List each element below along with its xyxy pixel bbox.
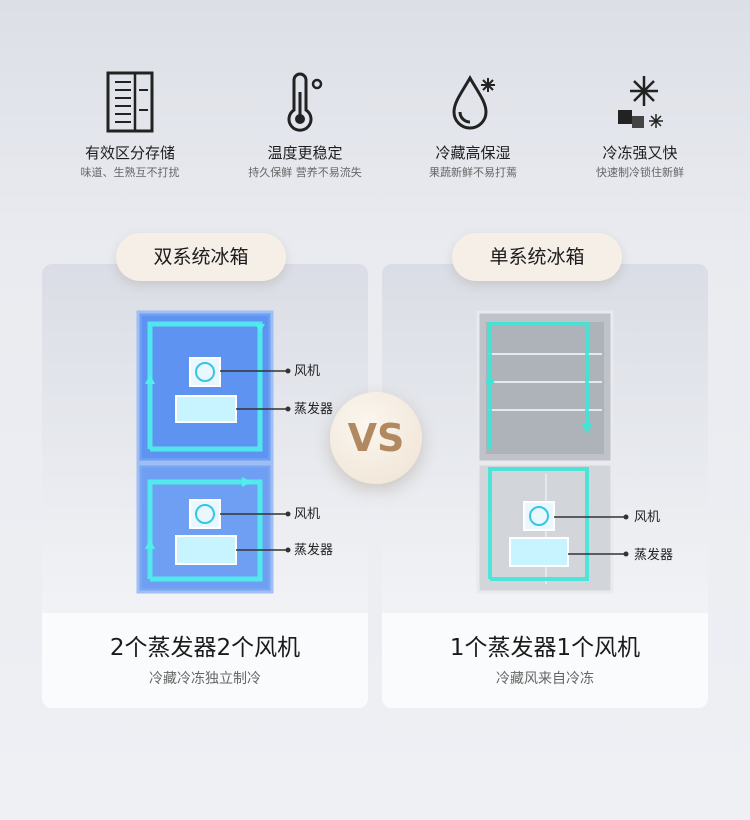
- single-system-panel: 风机 蒸发器 1个蒸发器1个风机 冷藏风来自冷冻: [382, 264, 708, 708]
- panel-headline: 1个蒸发器1个风机: [449, 635, 641, 661]
- dual-system-fridge-diagram: [136, 310, 291, 594]
- fan-label: 风机: [294, 364, 321, 379]
- evaporator-label: 蒸发器: [294, 543, 334, 558]
- evaporator-label: 蒸发器: [634, 548, 674, 563]
- snowflake-ice-icon: [618, 76, 663, 128]
- dual-system-tag: 双系统冰箱: [116, 233, 286, 281]
- single-system-fridge-diagram: [476, 310, 629, 594]
- dual-system-panel: 风机 蒸发器 风机 蒸发器 2个蒸发器2个风机 冷藏冷冻独立制冷: [42, 264, 368, 708]
- panel-footer: [382, 613, 708, 708]
- fridge-compartments-icon: [106, 71, 154, 133]
- water-drop-snowflake-icon: [452, 74, 495, 130]
- panel-footer: [42, 613, 368, 708]
- fan-label: 风机: [634, 510, 661, 525]
- feature-title: 冷冻强又快: [602, 144, 678, 162]
- feature-title: 温度更稳定: [267, 144, 343, 162]
- feature-row: 有效区分存储 味道、生熟互不打扰 温度更稳定 持久保鲜 营养不易流失 冷藏高保湿…: [0, 70, 750, 200]
- feature-humidity: 冷藏高保湿 果蔬新鲜不易打蔫: [388, 70, 558, 180]
- fan-label: 风机: [294, 507, 321, 522]
- panel-headline: 2个蒸发器2个风机: [109, 635, 301, 661]
- panel-caption: 冷藏风来自冷冻: [496, 671, 594, 687]
- feature-storage: 有效区分存储 味道、生熟互不打扰: [45, 70, 215, 180]
- panel-caption: 冷藏冷冻独立制冷: [149, 671, 261, 687]
- feature-temperature: 温度更稳定 持久保鲜 营养不易流失: [220, 70, 390, 180]
- feature-subtitle: 快速制冷锁住新鲜: [596, 166, 684, 179]
- vs-badge: VS: [330, 392, 422, 484]
- feature-freezing: 冷冻强又快 快速制冷锁住新鲜: [555, 70, 725, 180]
- thermometer-icon: [287, 72, 323, 132]
- single-system-tag: 单系统冰箱: [452, 233, 622, 281]
- evaporator-label: 蒸发器: [294, 402, 334, 417]
- feature-title: 有效区分存储: [84, 144, 175, 162]
- feature-subtitle: 持久保鲜 营养不易流失: [248, 166, 362, 179]
- feature-title: 冷藏高保湿: [435, 144, 511, 162]
- feature-subtitle: 果蔬新鲜不易打蔫: [429, 166, 517, 179]
- feature-subtitle: 味道、生熟互不打扰: [80, 166, 180, 179]
